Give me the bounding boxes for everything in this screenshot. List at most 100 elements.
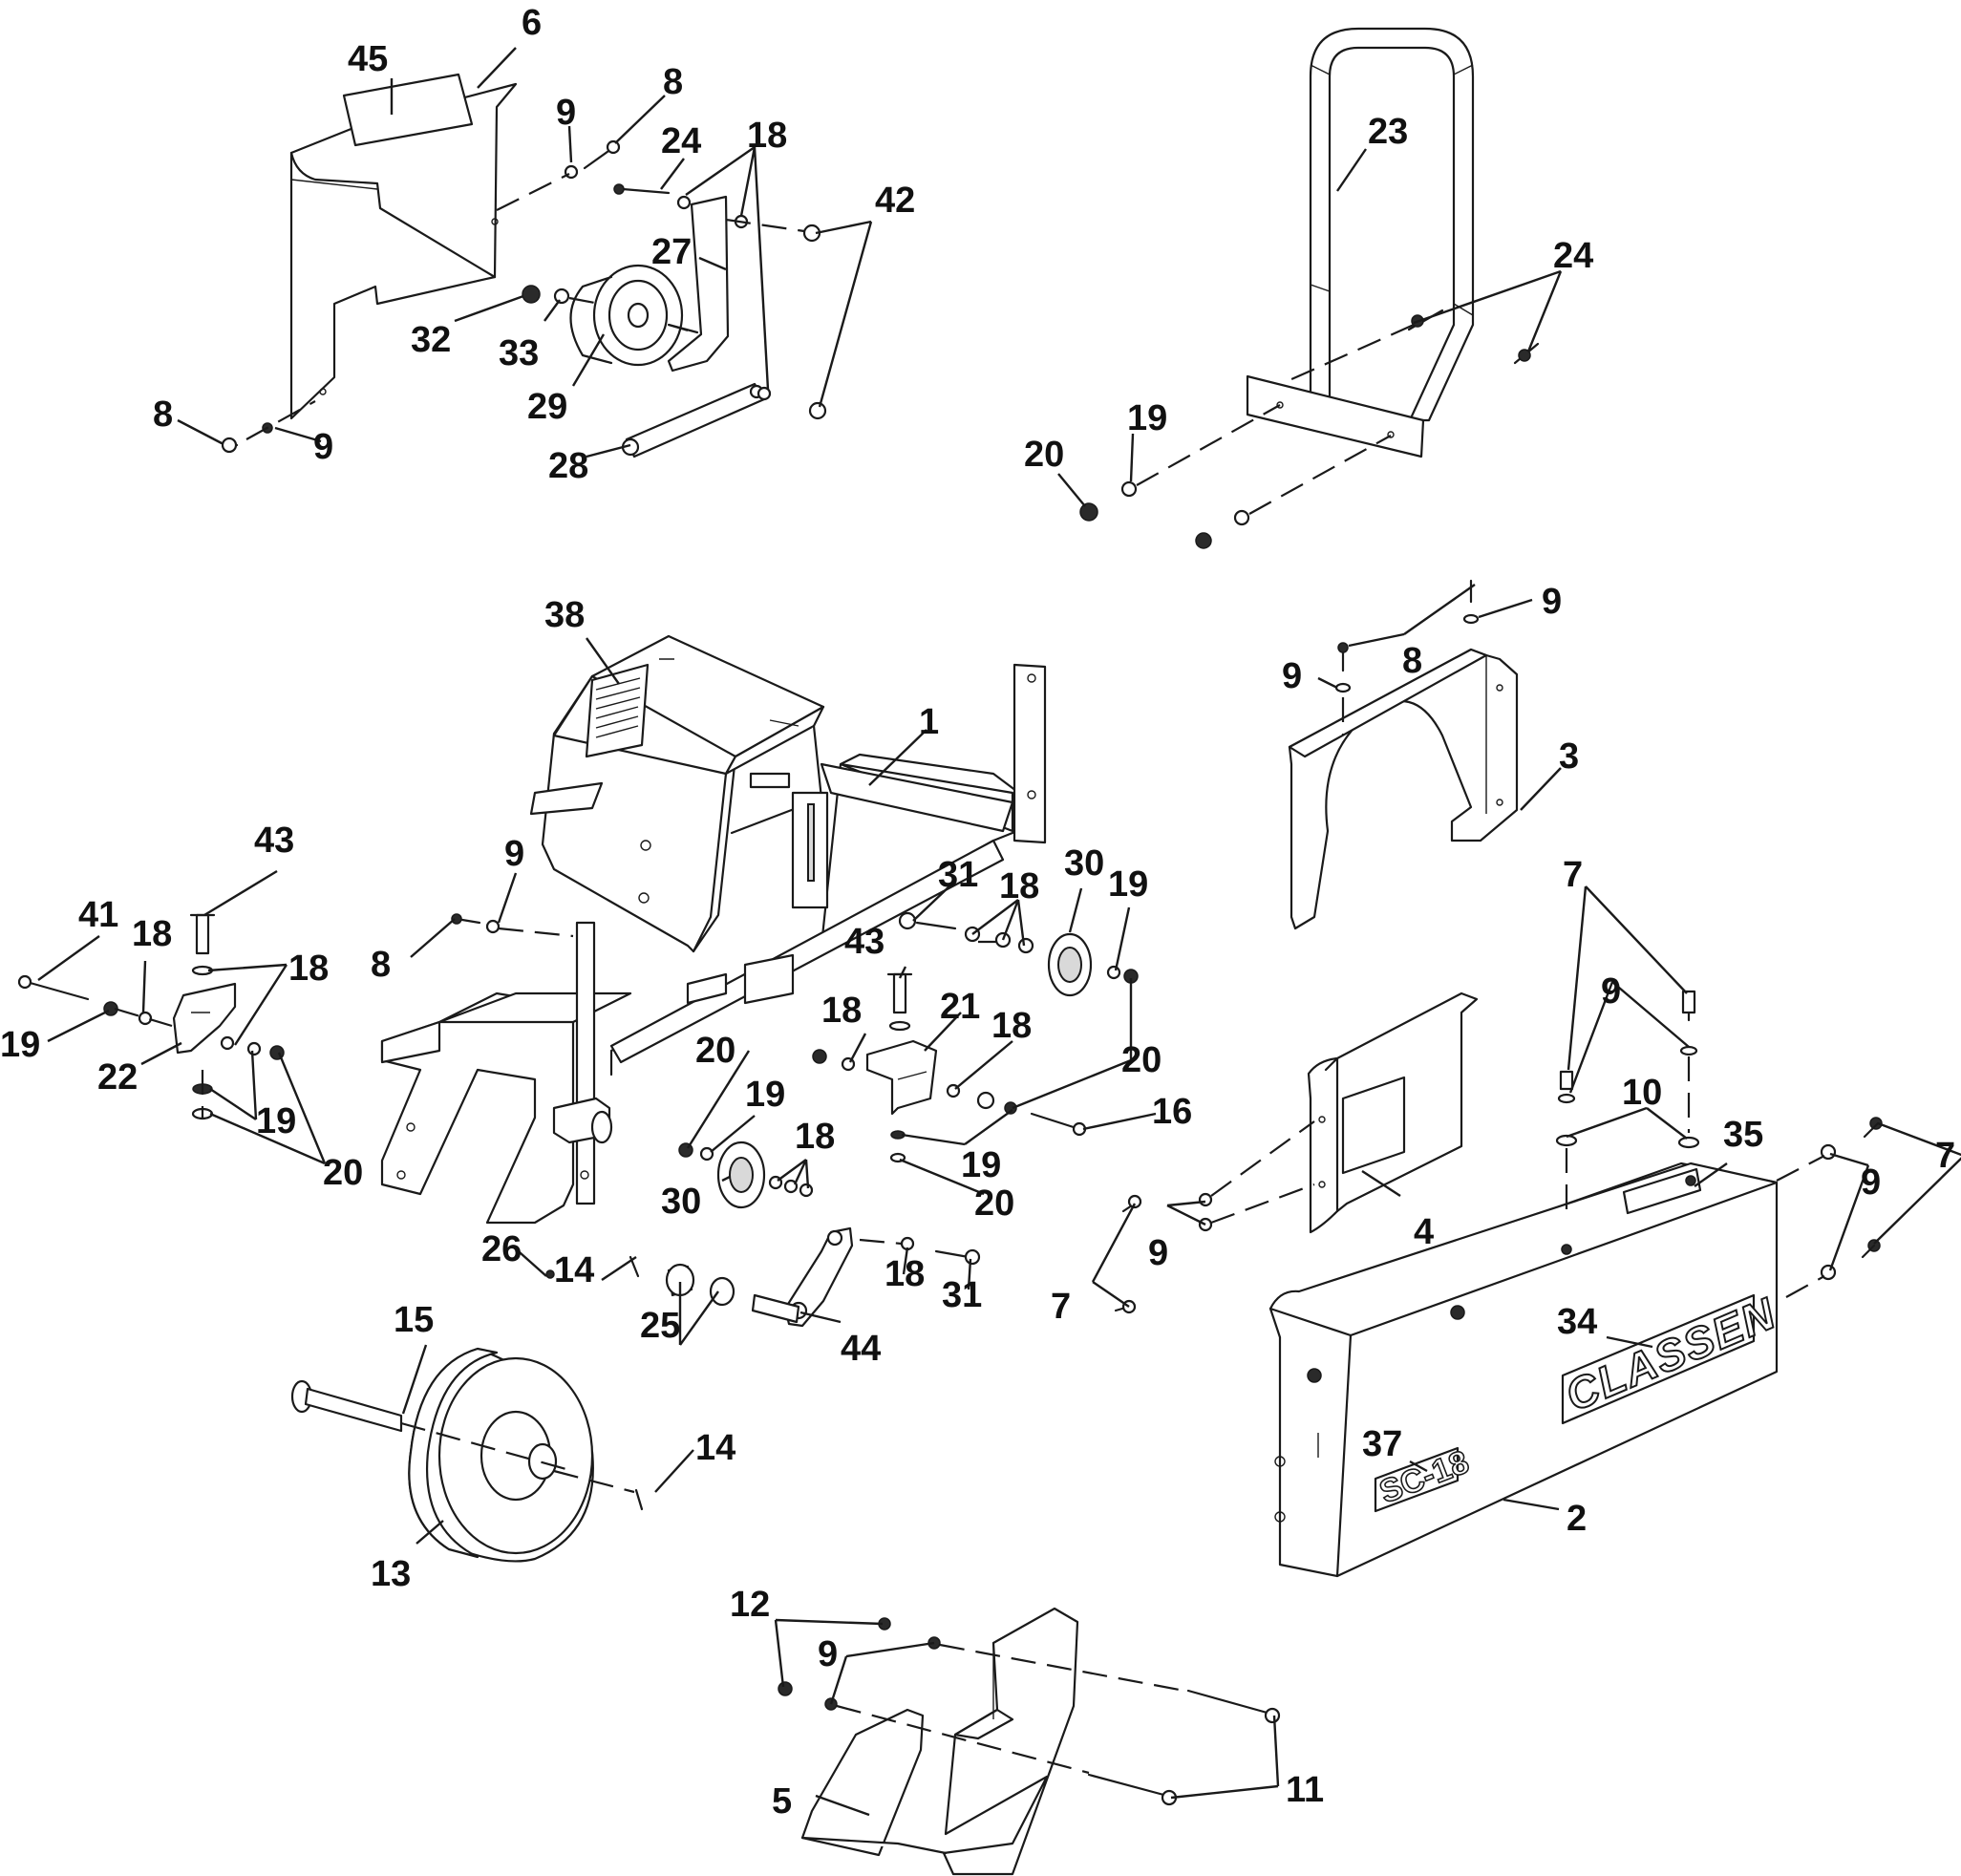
callout-5: 5: [772, 1781, 792, 1822]
callout-12: 12: [730, 1585, 770, 1625]
callout-13: 13: [371, 1554, 411, 1594]
callout-19: 19: [745, 1075, 785, 1115]
callout-14: 14: [695, 1428, 735, 1468]
bolt-16: [1030, 1112, 1081, 1131]
pin-41: [25, 980, 90, 1001]
callout-28: 28: [548, 446, 588, 486]
decal-35: [1622, 1167, 1702, 1215]
callout-3: 3: [1559, 736, 1579, 777]
callout-9: 9: [1148, 1233, 1168, 1273]
callout-14: 14: [554, 1250, 594, 1290]
callout-8: 8: [1402, 641, 1422, 681]
callout-24: 24: [661, 121, 701, 161]
callout-32: 32: [411, 320, 451, 360]
callout-45: 45: [348, 39, 388, 79]
callout-30: 30: [1064, 843, 1104, 884]
idler-bracket-27: [667, 195, 730, 373]
callout-18: 18: [132, 914, 172, 954]
rear-upright: [1012, 663, 1047, 844]
front-frame: [380, 991, 575, 1225]
cover-3-assembly: [1288, 579, 1519, 930]
callout-18: 18: [821, 991, 862, 1031]
callout-18: 18: [747, 116, 787, 156]
pin-14b: [634, 1488, 644, 1511]
callout-18: 18: [999, 866, 1039, 906]
callout-8: 8: [153, 394, 173, 435]
nut-42b: [808, 401, 827, 420]
wheel-assembly: [290, 1347, 644, 1563]
callout-34: 34: [1557, 1302, 1597, 1342]
callout-22: 22: [97, 1057, 138, 1098]
callout-20: 20: [974, 1183, 1014, 1224]
callout-2: 2: [1567, 1499, 1587, 1539]
callout-9: 9: [1542, 582, 1562, 622]
idler-arm-44: [783, 1226, 854, 1328]
cover-4-assembly: [1114, 991, 1479, 1314]
cover-4-decal: [1341, 1076, 1406, 1175]
callout-7: 7: [1051, 1287, 1071, 1327]
main-frame-assembly: [380, 634, 1047, 1225]
leader-lines: [37, 47, 1961, 1817]
callout-26: 26: [481, 1229, 522, 1269]
handle-assembly: [1079, 27, 1540, 549]
belt-guard-assembly: [220, 73, 827, 458]
bolt-31b: [934, 1249, 970, 1259]
mount-bracket-21: [865, 1039, 938, 1116]
callout-38: 38: [544, 595, 585, 635]
callout-9: 9: [818, 1634, 838, 1674]
bolt-31a: [915, 921, 957, 930]
callout-15: 15: [394, 1300, 434, 1340]
callout-19: 19: [1127, 398, 1167, 438]
callout-27: 27: [651, 232, 692, 272]
callout-33: 33: [499, 333, 539, 373]
nut-20: [1079, 502, 1098, 522]
bolt-43b: [892, 972, 907, 1014]
skid-5-assembly: [778, 1607, 1281, 1876]
callout-23: 23: [1368, 112, 1408, 152]
callout-9: 9: [313, 427, 333, 467]
bolt-11a: [1186, 1689, 1272, 1716]
callout-7: 7: [1563, 855, 1583, 895]
callout-31: 31: [942, 1275, 982, 1315]
callout-8: 8: [663, 62, 683, 102]
washer-33: [553, 288, 570, 305]
belt-guard-top: [289, 151, 497, 279]
callout-1: 1: [919, 702, 939, 742]
pivot-bracket-22: [172, 982, 237, 1055]
callout-42: 42: [875, 181, 915, 221]
callout-18: 18: [991, 1006, 1032, 1046]
callout-29: 29: [527, 387, 567, 427]
nut-32: [522, 285, 541, 304]
callout-9: 9: [1861, 1162, 1881, 1203]
handle-crossbar: [1246, 374, 1425, 458]
bolt-24: [621, 187, 671, 195]
bolt-11b: [1087, 1773, 1169, 1798]
callout-43: 43: [254, 821, 294, 861]
callout-4: 4: [1414, 1212, 1434, 1252]
idler-arm-28: [625, 382, 766, 458]
front-upright: [575, 921, 596, 1205]
callout-18: 18: [795, 1117, 835, 1157]
callout-20: 20: [1024, 435, 1064, 475]
callout-10: 10: [1622, 1073, 1662, 1113]
callout-19: 19: [961, 1145, 1001, 1185]
bolt-43: [195, 913, 210, 955]
callout-44: 44: [841, 1329, 881, 1369]
housing-2-assembly: CLASSEN SC-18: [1268, 990, 1883, 1578]
callout-19: 19: [256, 1101, 296, 1141]
callout-16: 16: [1152, 1092, 1192, 1132]
callout-9: 9: [556, 93, 576, 133]
callout-11: 11: [1286, 1770, 1324, 1810]
callout-37: 37: [1362, 1424, 1402, 1464]
callout-9: 9: [504, 834, 524, 874]
warning-decal-45: [342, 73, 474, 147]
right-idler-assembly: [812, 911, 1139, 1163]
callout-6: 6: [522, 3, 542, 43]
callout-8: 8: [371, 945, 391, 985]
axle-15: [304, 1387, 403, 1433]
callout-21: 21: [940, 987, 980, 1027]
callout-30: 30: [661, 1182, 701, 1222]
callout-18: 18: [885, 1254, 925, 1294]
callout-24: 24: [1553, 236, 1593, 276]
